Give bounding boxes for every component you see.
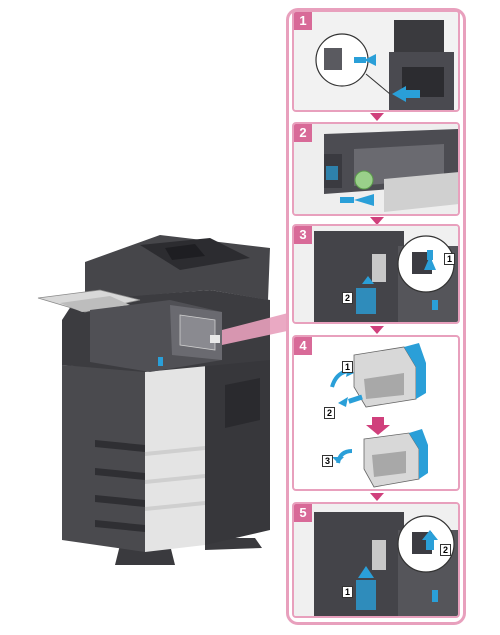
- step-4-callout-1: 1: [342, 361, 353, 373]
- step-arrow-4: [370, 493, 384, 501]
- step-5-callout-2: 2: [440, 544, 451, 556]
- stapler-cartridge-icon: [353, 343, 426, 408]
- step-2-badge: 2: [294, 124, 312, 142]
- step-4-badge: 4: [294, 337, 312, 355]
- step-5-badge: 5: [294, 504, 312, 522]
- step-4-callout-2: 2: [324, 407, 335, 419]
- step-2-illustration: [294, 124, 458, 214]
- step-5-illustration: [294, 504, 458, 616]
- step-4-panel: 4 1 2 3: [292, 335, 460, 491]
- step-3-illustration: [294, 226, 458, 322]
- step-2-panel: 2: [292, 122, 460, 216]
- step-arrow-1: [370, 113, 384, 121]
- step-4-callout-3: 3: [322, 455, 333, 467]
- step-1-panel: 1: [292, 10, 460, 112]
- step-5-panel: 5 1 2: [292, 502, 460, 618]
- step-3-callout-1: 1: [444, 253, 455, 265]
- step-3-callout-2: 2: [342, 292, 353, 304]
- step-5-callout-1: 1: [342, 586, 353, 598]
- step-3-badge: 3: [294, 226, 312, 244]
- step-4-illustration: [330, 343, 428, 488]
- step-3-panel: 3 1 2: [292, 224, 460, 324]
- printer-illustration: [37, 235, 290, 565]
- step-1-illustration: [294, 12, 458, 110]
- action-arrow-icon: [364, 54, 376, 66]
- step-arrow-2: [370, 217, 384, 225]
- step-1-badge: 1: [294, 12, 312, 30]
- step-arrow-3: [370, 326, 384, 334]
